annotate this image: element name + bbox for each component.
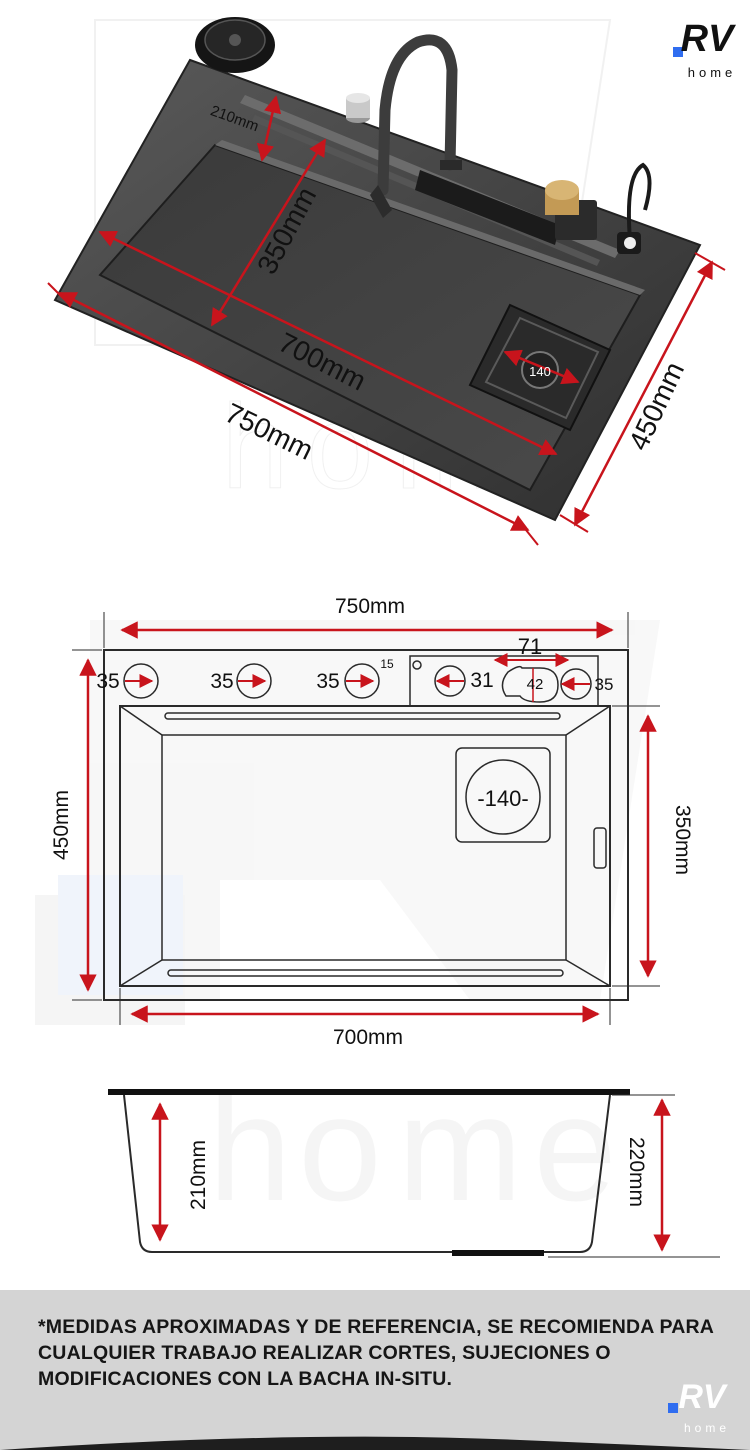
sink-3d-view: 210mm 350mm 700mm 750mm 450mm 140 <box>47 17 726 546</box>
svg-text:home: home <box>684 1421 730 1435</box>
dim-label-750mm: 750mm <box>335 595 405 618</box>
side-section-drawing: 210mm 220mm <box>108 1089 720 1258</box>
dim-line-450 <box>573 260 714 527</box>
rv-home-logo-footer: RV home <box>668 1378 730 1435</box>
control-knob-icon <box>545 180 597 240</box>
hole-offset-label: 15 <box>380 657 394 671</box>
plan-view-drawing: -140- 35 35 35 15 31 42 35 71 750mm <box>50 595 694 1049</box>
drain-box <box>455 747 551 843</box>
hole-label-35-right: 35 <box>595 675 614 694</box>
disclaimer-footer: RV home <box>0 1290 750 1450</box>
svg-text:RV: RV <box>678 1378 729 1416</box>
dim-label-140: 140 <box>529 364 551 379</box>
hole-label-31: 31 <box>470 669 493 692</box>
faucet-icon <box>370 34 462 218</box>
dim-line-750 <box>58 291 530 532</box>
bowl-outline <box>119 705 611 987</box>
dim-label-220mm: 220mm <box>625 1137 648 1207</box>
overflow-slot <box>593 827 607 869</box>
dim-label-210mm: 210mm <box>187 1140 210 1210</box>
hole-icon <box>434 665 466 697</box>
hole-icon <box>344 663 380 699</box>
waterfall-outlet <box>415 170 560 245</box>
sink-outline <box>103 649 629 1001</box>
soap-dispenser-icon <box>346 93 370 123</box>
hole-icon <box>123 663 159 699</box>
cup-rinser-icon <box>195 17 275 73</box>
hole-icon <box>236 663 272 699</box>
bowl-profile <box>123 1094 611 1253</box>
dim-label-700mm: 700mm <box>333 1026 403 1049</box>
dim-line-140 <box>503 349 580 385</box>
drain-label: -140- <box>477 786 528 811</box>
hole-label-42: 42 <box>527 676 544 693</box>
rv-home-logo: RV home <box>673 18 736 80</box>
sink-rim <box>108 1089 630 1095</box>
dim-label-71: 71 <box>518 634 542 659</box>
dim-label-450mm: 450mm <box>50 790 73 860</box>
sprayer-hose-icon <box>617 162 652 254</box>
drain-pipe <box>452 1250 544 1256</box>
hole-label-35: 35 <box>316 670 339 693</box>
svg-text:RV: RV <box>681 18 736 60</box>
faucet-hole-icon <box>501 665 559 703</box>
dim-label-350mm: 350mm <box>671 805 694 875</box>
footer-decoration: RV home <box>0 1378 750 1450</box>
hole-label-35: 35 <box>210 670 233 693</box>
svg-text:home: home <box>688 65 737 80</box>
hole-label-35: 35 <box>96 670 119 693</box>
disclaimer-text: *MEDIDAS APROXIMADAS Y DE REFERENCIA, SE… <box>38 1316 714 1390</box>
small-hole-icon <box>412 660 422 670</box>
